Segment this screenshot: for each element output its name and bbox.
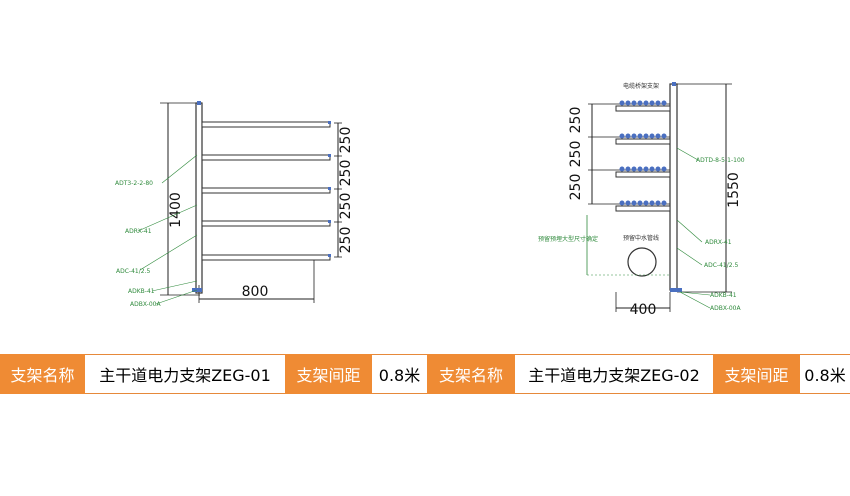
left-bracket-drawing: 1400 250 250 250 [100,85,360,315]
left-arm-5 [201,254,331,261]
right-arm-4 [615,205,671,212]
spec-table: 支架名称 主干道电力支架ZEG-01 支架间距 0.8米 支架名称 主干道电力支… [0,354,850,394]
left-spacing-dim-1: 250 [338,127,354,154]
right-note-reserve: 预留预埋大型尺寸确定 [538,235,598,243]
left-note-3: ADC-41/2.5 [116,268,150,275]
right-note-2: ADRX-41 [705,239,732,246]
water-pipe-circle [627,247,657,277]
right-note-1: ADTD-8-5-1-100 [696,157,745,164]
name-label-1: 支架名称 [0,354,85,394]
right-spacing-dim-2: 250 [568,141,584,168]
left-spacing-dim-3: 250 [338,193,354,220]
left-note-5: ADBX-00A [130,301,161,308]
left-bracket-svg: 1400 250 250 250 [115,101,354,308]
right-vertical-post [669,83,678,291]
spacing-label-1: 支架间距 [285,354,372,394]
name-label-2: 支架名称 [427,354,515,394]
right-arm-2 [615,138,671,145]
right-cables [619,100,667,206]
right-top-label: 电缆桥架支架 [623,82,659,90]
right-note-pipe: 预留中水管线 [623,234,659,242]
left-arm-2 [201,154,331,161]
right-note-5: ADBX-00A [710,305,741,312]
name-value-2: 主干道电力支架ZEG-02 [515,354,713,394]
right-spacing-dim-3: 250 [568,174,584,201]
left-note-1: ADT3-2-2-80 [115,180,153,187]
left-spacing-dim-2: 250 [338,160,354,187]
left-vertical-post [195,102,203,294]
name-value-1: 主干道电力支架ZEG-01 [85,354,285,394]
right-note-3: ADC-41/2.5 [704,262,738,269]
left-note-4: ADKB-41 [128,288,155,295]
left-spacing-dim-4: 250 [338,227,354,254]
left-arm-1 [201,121,331,128]
right-bracket-drawing: 250 250 250 电缆桥架支架 预留中水管线 预留预埋大型尺寸确定 [520,70,780,320]
spacing-value-1: 0.8米 [372,354,427,394]
right-spacing-dim-1: 250 [568,107,584,134]
left-width-dim: 800 [242,284,269,300]
spacing-value-2: 0.8米 [800,354,850,394]
left-note-2: ADRX-41 [125,228,152,235]
left-arms [201,121,331,261]
right-height-dim: 1550 [726,172,742,208]
left-height-dim: 1400 [168,192,184,228]
right-arm-1 [615,105,671,112]
left-arm-3 [201,187,331,194]
right-width-dim: 400 [630,302,657,318]
spacing-label-2: 支架间距 [713,354,800,394]
left-arm-4 [201,220,331,227]
right-arm-3 [615,171,671,178]
right-arms [615,105,671,212]
right-bracket-svg: 250 250 250 电缆桥架支架 预留中水管线 预留预埋大型尺寸确定 [538,82,745,318]
right-note-4: ADKB-41 [710,292,737,299]
